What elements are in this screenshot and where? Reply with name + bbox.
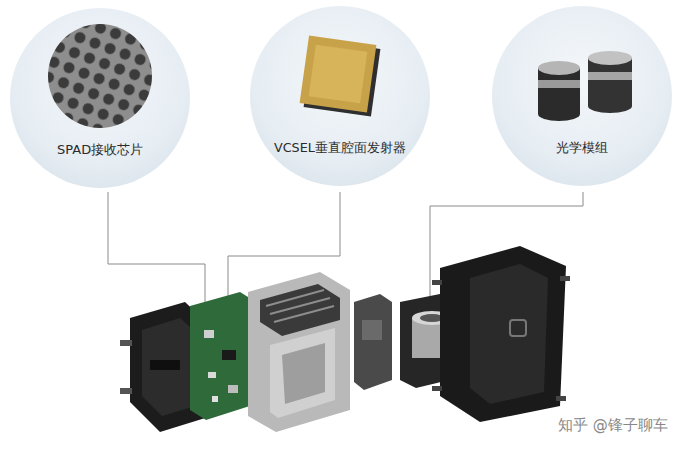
callout-circle: SPAD接收芯片 xyxy=(10,8,190,188)
part-name: SPAD接收芯片 xyxy=(57,142,143,158)
callout-circle: VCSEL垂直腔面发射器 xyxy=(250,6,430,186)
part-name: 光学模组 xyxy=(556,140,608,156)
emitter-plate xyxy=(354,294,392,390)
watermark: 知乎 @锋子聊车 xyxy=(558,416,668,434)
callout-circle: 光学模组 xyxy=(492,6,672,186)
pcb-board xyxy=(190,292,256,420)
front-cover xyxy=(432,246,570,422)
heatsink-chassis xyxy=(248,272,350,432)
part-name: VCSEL垂直腔面发射器 xyxy=(274,140,406,156)
